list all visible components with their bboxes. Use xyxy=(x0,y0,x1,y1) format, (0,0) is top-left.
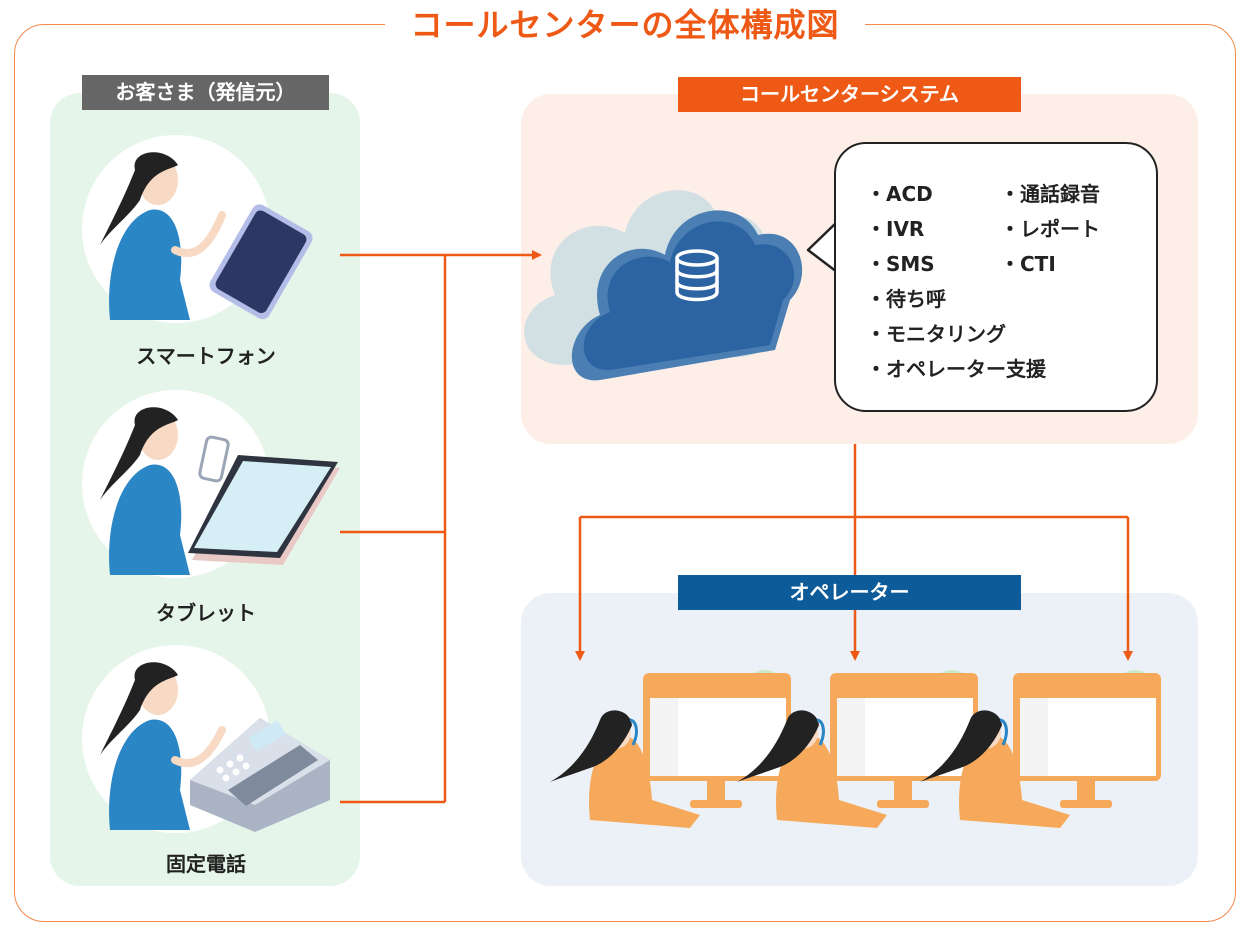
customer-connectors xyxy=(340,250,542,804)
feature-bubble-pointer xyxy=(806,221,838,273)
operator-workstation-1 xyxy=(550,670,791,828)
feature-operator-support: ・オペレーター支援 xyxy=(866,357,1046,381)
feature-call-queue: ・待ち呼 xyxy=(866,287,946,311)
landline-phone-icon xyxy=(100,662,330,832)
feature-list-bubble xyxy=(834,142,1158,412)
diagram-title: コールセンターの全体構成図 xyxy=(385,2,865,48)
smartphone-label: スマートフォン xyxy=(136,344,276,368)
tablet-icon xyxy=(100,407,340,575)
feature-monitoring: ・モニタリング xyxy=(866,322,1006,346)
operator-workstation-3 xyxy=(920,670,1161,828)
feature-ivr: ・IVR xyxy=(866,217,925,241)
smartphone-icon xyxy=(100,152,313,320)
system-label: コールセンターシステム xyxy=(678,77,1021,112)
operators-label: オペレーター xyxy=(678,575,1021,610)
customers-label: お客さま（発信元） xyxy=(82,75,329,110)
tablet-label: タブレット xyxy=(156,601,256,625)
feature-call-recording: ・通話録音 xyxy=(1000,182,1100,206)
feature-sms: ・SMS xyxy=(866,252,935,276)
feature-acd: ・ACD xyxy=(866,182,933,206)
cloud-database-icon xyxy=(524,190,803,381)
operator-connectors xyxy=(575,444,1133,661)
landline-label: 固定電話 xyxy=(166,852,246,876)
feature-report: ・レポート xyxy=(1000,217,1100,241)
operator-workstation-2 xyxy=(737,670,978,828)
feature-cti: ・CTI xyxy=(1000,252,1056,276)
